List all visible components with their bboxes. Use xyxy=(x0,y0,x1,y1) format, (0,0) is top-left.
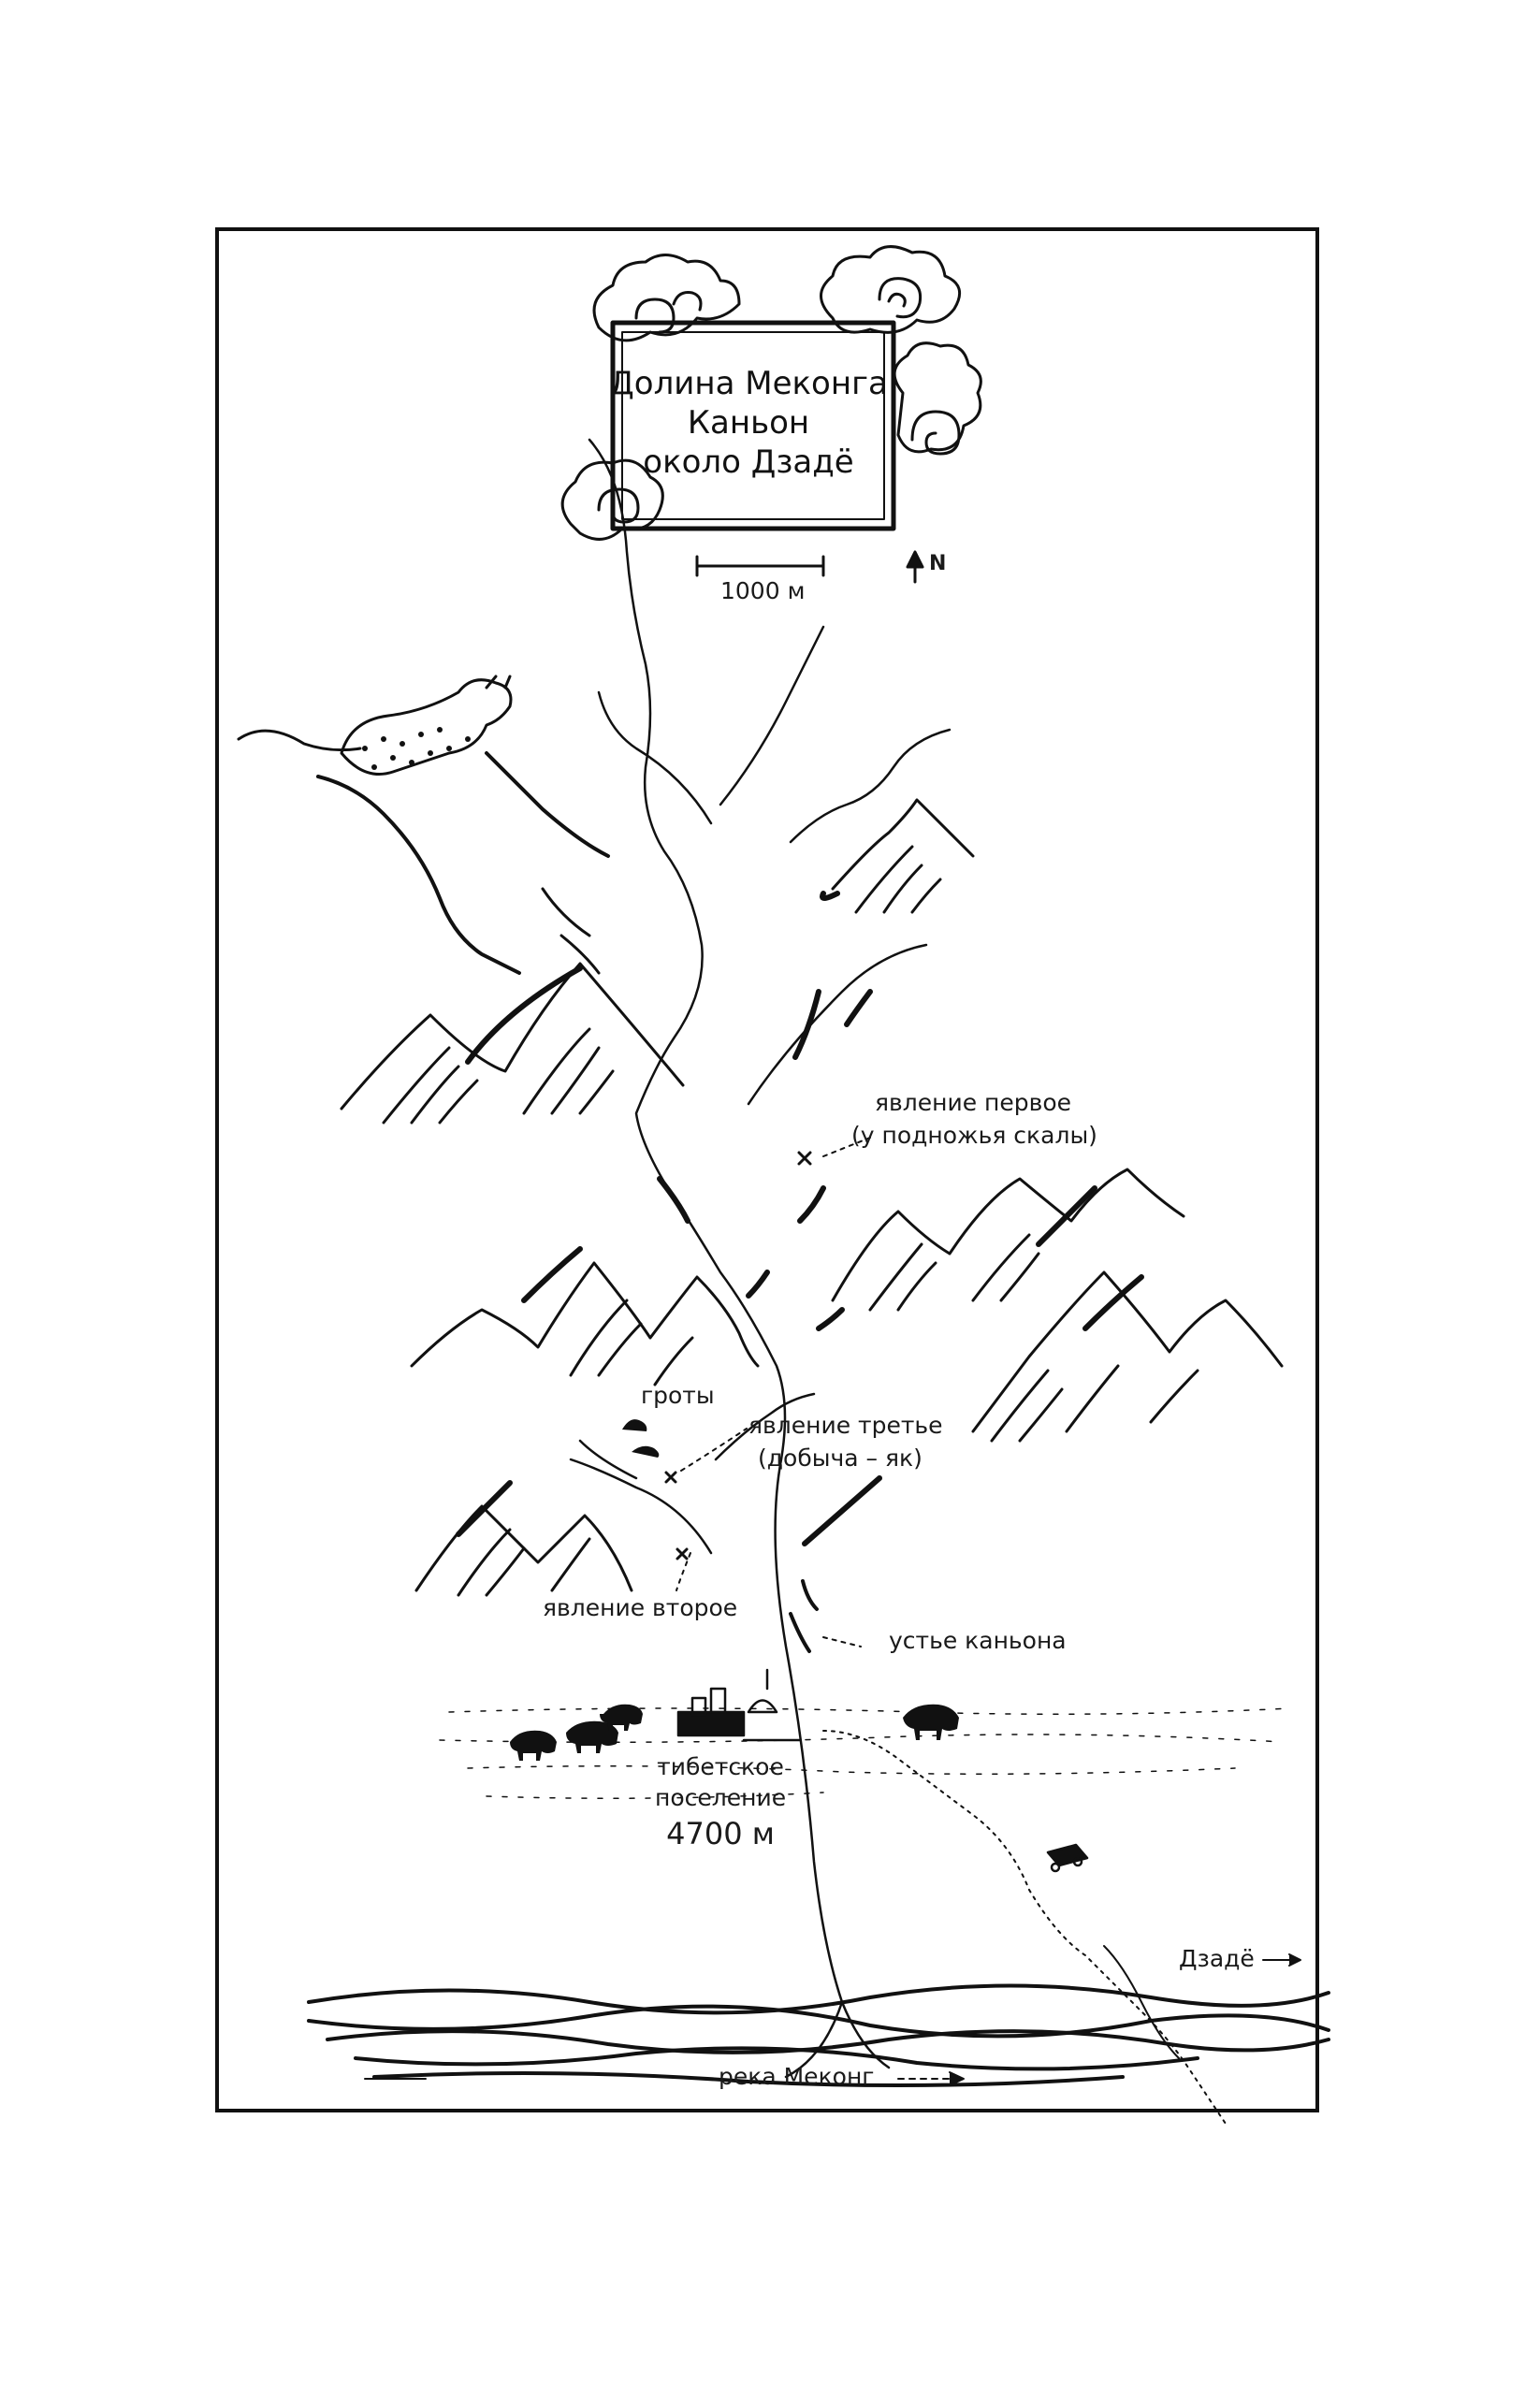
cross-marker-icon xyxy=(664,1471,677,1484)
second-sighting-label: явление второе xyxy=(543,1594,738,1621)
cloud-icon xyxy=(592,254,741,342)
plains-texture xyxy=(439,1707,1292,1799)
mountain-icon xyxy=(340,962,685,1125)
river xyxy=(569,438,1227,2125)
yak-icon xyxy=(566,1720,618,1753)
yak-icon xyxy=(510,1730,557,1761)
scale-bar xyxy=(695,555,825,577)
map-title-line2: Каньон xyxy=(687,404,810,442)
canyon-mouth-label: устье каньона xyxy=(889,1627,1067,1654)
leader-lines xyxy=(676,1137,871,1647)
settlement-icon xyxy=(676,1668,802,1742)
settlement-altitude-label: 4700 м xyxy=(666,1816,775,1851)
settlement-label-line2: поселение xyxy=(655,1784,787,1811)
map-title-line3: около Дзадё xyxy=(643,443,854,481)
canyon-mouth-marks xyxy=(789,1579,819,1653)
caves-label: гроты xyxy=(641,1382,715,1409)
yak-icon xyxy=(903,1704,959,1740)
cross-marker-icon xyxy=(676,1547,689,1560)
river-label: река Меконг xyxy=(719,2063,875,2090)
mountain-icon xyxy=(831,1168,1185,1312)
river-flow-arrow xyxy=(364,1953,1301,2086)
snow-leopard-icon xyxy=(237,675,610,975)
mountain-icon xyxy=(820,798,975,914)
cloud-icon xyxy=(893,341,982,456)
settlement-label-line1: тибетское xyxy=(657,1753,784,1780)
third-sighting-label-line2: (добыча – як) xyxy=(758,1444,923,1472)
third-sighting-label-line1: явление третье xyxy=(748,1412,943,1439)
map-frame xyxy=(215,227,1319,2112)
mountain-icon xyxy=(971,1270,1284,1443)
cloud-icon xyxy=(560,458,664,541)
cloud-icon xyxy=(820,245,962,334)
cross-marker-icon xyxy=(797,1151,812,1166)
compass-label: N xyxy=(929,552,947,575)
map-title-line1: Долина Меконга xyxy=(609,365,888,402)
mountain-icon xyxy=(414,1480,633,1597)
vehicle-icon xyxy=(1046,1843,1089,1873)
scale-label: 1000 м xyxy=(720,577,806,604)
first-sighting-label-line1: явление первое xyxy=(875,1089,1072,1116)
yak-icon xyxy=(600,1704,643,1731)
ridge-marks xyxy=(657,989,882,1546)
first-sighting-label-line2: (у подножья скалы) xyxy=(851,1122,1097,1149)
cave-icon xyxy=(622,1419,660,1458)
north-arrow-icon xyxy=(906,550,924,584)
dzado-label: Дзадё xyxy=(1179,1945,1255,1972)
mountain-icon xyxy=(410,1246,760,1386)
title-cartouche xyxy=(610,320,896,531)
mekong-river-lines xyxy=(307,1983,1330,2087)
